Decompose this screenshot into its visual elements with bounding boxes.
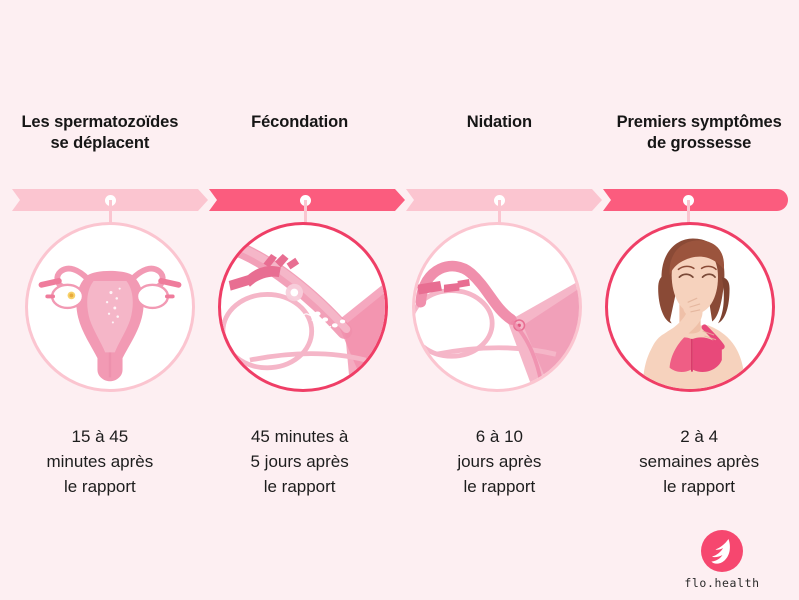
step-heading-4: Premiers symptômes de grossesse (599, 112, 799, 172)
step-heading-3-line1: Nidation (466, 113, 532, 131)
step-caption-1-line2: minutes après (46, 452, 154, 471)
step-caption-2-line3: le rapport (263, 477, 336, 496)
step-heading-4-line1: Premiers symptômes (616, 113, 782, 131)
illustration-circle-1 (25, 222, 195, 392)
step-caption-2-line1: 45 minutes à (250, 427, 349, 446)
step-heading-2-line1: Fécondation (251, 113, 349, 131)
woman-nausea-icon (608, 225, 772, 389)
illustration-circle-3 (412, 222, 582, 392)
illustration-circle-2 (218, 222, 388, 392)
step-caption-4-line3: le rapport (663, 477, 736, 496)
step-heading-1-line2: se déplacent (50, 134, 150, 152)
step-heading-1-line1: Les spermatozoïdes (21, 113, 179, 131)
illustration-circle-4 (605, 222, 775, 392)
illustration-circles-row (0, 222, 799, 394)
timeline-connector-3 (498, 200, 501, 236)
step-heading-3: Nidation (400, 112, 600, 172)
step-heading-4-line2: de grossesse (646, 134, 752, 152)
step-captions-row: 15 à 45 minutes après le rapport 45 minu… (0, 424, 799, 514)
step-caption-2-line2: 5 jours après (250, 452, 349, 471)
timeline-connector-2 (304, 200, 307, 236)
step-caption-3-line1: 6 à 10 (475, 427, 523, 446)
step-caption-1: 15 à 45 minutes après le rapport (0, 424, 200, 514)
step-heading-1: Les spermatozoïdes se déplacent (0, 112, 200, 172)
step-caption-3: 6 à 10 jours après le rapport (400, 424, 600, 514)
timeline-segment-4 (603, 189, 788, 211)
step-caption-4-line2: semaines après (639, 452, 760, 471)
fertilization-icon (221, 225, 385, 389)
brand-logo-text: flo.health (684, 576, 760, 590)
step-caption-4: 2 à 4 semaines après le rapport (599, 424, 799, 514)
step-headings-row: Les spermatozoïdes se déplacent Fécondat… (0, 112, 799, 172)
implantation-icon (415, 225, 579, 389)
flo-petal-icon (701, 530, 743, 572)
uterus-anatomy-icon (28, 225, 192, 389)
step-caption-4-line1: 2 à 4 (680, 427, 719, 446)
step-caption-1-line3: le rapport (63, 477, 136, 496)
timeline-bar (0, 189, 799, 236)
timeline-connector-1 (109, 200, 112, 236)
step-caption-1-line1: 15 à 45 (71, 427, 129, 446)
step-caption-2: 45 minutes à 5 jours après le rapport (200, 424, 400, 514)
brand-logo: flo.health (667, 530, 777, 590)
step-caption-3-line2: jours après (457, 452, 542, 471)
timeline-connector-4 (687, 200, 690, 236)
step-caption-3-line3: le rapport (463, 477, 536, 496)
step-heading-2: Fécondation (200, 112, 400, 172)
